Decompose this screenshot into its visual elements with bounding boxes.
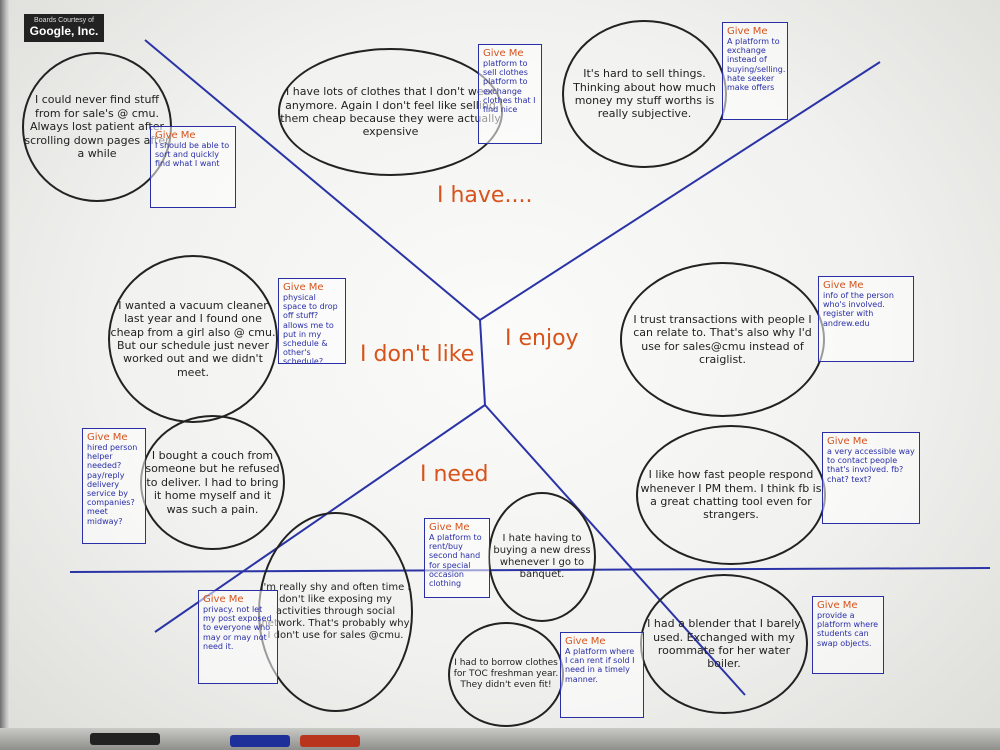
give-me-card-5: Give Me info of the person who's involve… bbox=[818, 276, 914, 362]
note-text-7: I like how fast people respond whenever … bbox=[640, 468, 822, 522]
give-me-label: Give Me bbox=[827, 436, 868, 447]
card-text-5: info of the person who's involved. regis… bbox=[823, 291, 894, 328]
note-bubble-3: It's hard to sell things. Thinking about… bbox=[562, 20, 727, 168]
card-text-7: a very accessible way to contact people … bbox=[827, 447, 915, 484]
note-text-10: I had a blender that I barely used. Exch… bbox=[647, 617, 801, 671]
card-text-1: I should be able to sort and quickly fin… bbox=[155, 141, 230, 169]
note-text-2: I have lots of clothes that I don't wear… bbox=[280, 85, 501, 139]
red-marker bbox=[300, 735, 360, 747]
note-bubble-2: I have lots of clothes that I don't wear… bbox=[278, 48, 503, 176]
note-text-3: It's hard to sell things. Thinking about… bbox=[573, 67, 716, 121]
give-me-label: Give Me bbox=[817, 600, 858, 611]
card-text-4: physical space to drop off stuff? allows… bbox=[283, 293, 338, 364]
give-me-card-1: Give Me I should be able to sort and qui… bbox=[150, 126, 236, 208]
give-me-label: Give Me bbox=[155, 130, 196, 141]
card-text-10: provide a platform where students can sw… bbox=[817, 611, 879, 648]
note-text-4: I wanted a vacuum cleaner last year and … bbox=[110, 298, 276, 379]
axis-line-center bbox=[479, 319, 486, 406]
card-text-11: A platform where I can rent if sold I ne… bbox=[565, 647, 635, 684]
give-me-label: Give Me bbox=[483, 48, 524, 59]
card-text-9: privacy. not let my post exposed to ever… bbox=[203, 605, 272, 651]
note-text-6: I bought a couch from someone but he ref… bbox=[145, 448, 280, 516]
give-me-label: Give Me bbox=[87, 432, 128, 443]
sticker-line-2: Google, Inc. bbox=[29, 24, 99, 38]
give-me-card-2: Give Me platform to sell clothes platfor… bbox=[478, 44, 542, 144]
give-me-card-7: Give Me a very accessible way to contact… bbox=[822, 432, 920, 524]
give-me-card-4: Give Me physical space to drop off stuff… bbox=[278, 278, 346, 364]
board-sponsor-sticker: Boards Courtesy of Google, Inc. bbox=[24, 14, 104, 42]
note-bubble-4: I wanted a vacuum cleaner last year and … bbox=[108, 255, 278, 423]
give-me-card-11: Give Me A platform where I can rent if s… bbox=[560, 632, 644, 718]
label-i-dont-like: I don't like bbox=[360, 342, 475, 367]
note-text-9: I hate having to buying a new dress when… bbox=[493, 532, 591, 581]
note-bubble-7: I like how fast people respond whenever … bbox=[636, 425, 826, 565]
board-frame bbox=[0, 0, 10, 750]
give-me-label: Give Me bbox=[565, 636, 606, 647]
give-me-card-10: Give Me provide a platform where student… bbox=[812, 596, 884, 674]
give-me-card-8: Give Me A platform to rent/buy second ha… bbox=[424, 518, 490, 598]
note-bubble-5: I trust transactions with people I can r… bbox=[620, 262, 825, 417]
give-me-label: Give Me bbox=[283, 282, 324, 293]
note-bubble-10: I had a blender that I barely used. Exch… bbox=[640, 574, 808, 714]
note-text-1: I could never find stuff from for sale's… bbox=[24, 93, 170, 161]
note-bubble-9: I hate having to buying a new dress when… bbox=[488, 492, 596, 622]
black-marker bbox=[90, 733, 160, 745]
card-text-2: platform to sell clothes platform to exc… bbox=[483, 59, 536, 114]
give-me-card-3: Give Me A platform to exchange instead o… bbox=[722, 22, 788, 120]
give-me-label: Give Me bbox=[823, 280, 864, 291]
blue-marker bbox=[230, 735, 290, 747]
note-bubble-11: I had to borrow clothes for TOC freshman… bbox=[448, 622, 564, 727]
label-i-enjoy: I enjoy bbox=[505, 326, 579, 351]
note-bubble-8: I'm really shy and often time I don't li… bbox=[258, 512, 413, 712]
note-text-5: I trust transactions with people I can r… bbox=[633, 312, 812, 366]
card-text-3: A platform to exchange instead of buying… bbox=[727, 37, 786, 92]
note-text-8: I'm really shy and often time I don't li… bbox=[260, 581, 411, 642]
give-me-label: Give Me bbox=[203, 594, 244, 605]
give-me-label: Give Me bbox=[727, 26, 768, 37]
give-me-label: Give Me bbox=[429, 522, 470, 533]
sticker-line-1: Boards Courtesy of bbox=[34, 17, 94, 24]
label-i-have: I have.... bbox=[437, 183, 533, 208]
note-text-11: I had to borrow clothes for TOC freshman… bbox=[453, 658, 559, 690]
give-me-card-9: Give Me privacy. not let my post exposed… bbox=[198, 590, 278, 684]
card-text-8: A platform to rent/buy second hand for s… bbox=[429, 533, 482, 588]
give-me-card-6: Give Me hired person helper needed? pay/… bbox=[82, 428, 146, 544]
label-i-need: I need bbox=[420, 462, 489, 487]
note-bubble-6: I bought a couch from someone but he ref… bbox=[140, 415, 285, 550]
card-text-6: hired person helper needed? pay/reply de… bbox=[87, 443, 138, 526]
